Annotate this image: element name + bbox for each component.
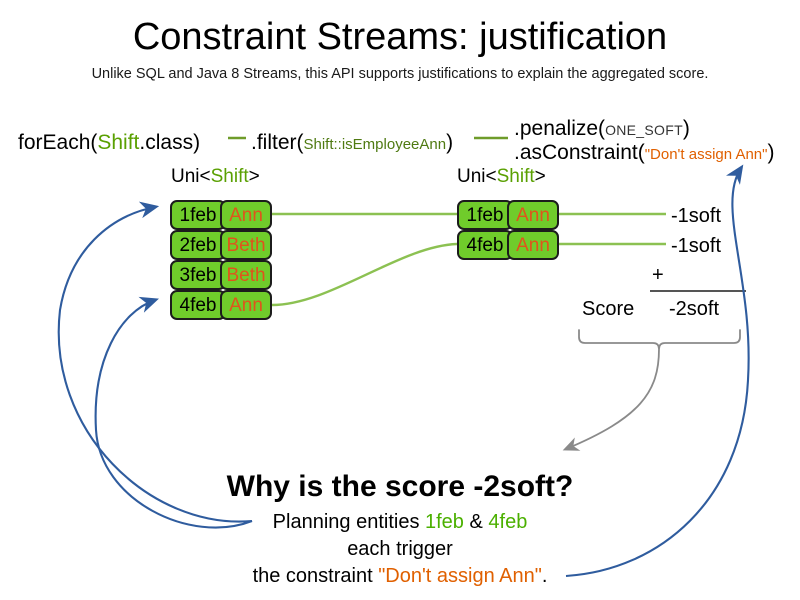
penalty-value: -1soft bbox=[671, 205, 722, 227]
code-as-constraint: .asConstraint("Don't assign Ann") bbox=[514, 141, 774, 165]
tuple-cell-employee: Ann bbox=[507, 230, 559, 260]
stream-label-left-suffix: > bbox=[248, 166, 260, 187]
tuple-row: 2feb Beth bbox=[170, 230, 272, 260]
code-penalize-prefix: .penalize( bbox=[514, 117, 606, 140]
explanation-line-2: each trigger bbox=[347, 538, 453, 560]
explanation-line-1: Planning entities 1feb & 4feb bbox=[0, 511, 800, 534]
explanation-date-a: 1feb bbox=[425, 511, 464, 533]
tuple-cell-date: 4feb bbox=[170, 290, 226, 320]
tuple-cell-date: 2feb bbox=[170, 230, 226, 260]
stream-label-right: Uni<Shift> bbox=[457, 166, 546, 188]
stream-label-right-type: Shift bbox=[496, 166, 535, 187]
code-filter: .filter(Shift::isEmployeeAnn) bbox=[251, 131, 453, 155]
explanation-line-3-suffix: . bbox=[541, 565, 548, 587]
explanation-line-1-prefix: Planning entities bbox=[272, 511, 425, 533]
explanation-constraint-name: "Don't assign Ann" bbox=[378, 565, 542, 587]
stream-label-left: Uni<Shift> bbox=[171, 166, 260, 188]
code-foreach-prefix: forEach( bbox=[18, 131, 98, 154]
explanation-ampersand: & bbox=[463, 511, 489, 533]
penalty-value: -1soft bbox=[671, 235, 722, 257]
stream-label-left-prefix: Uni< bbox=[171, 166, 211, 187]
tuple-connector-4feb bbox=[271, 242, 458, 307]
tuple-cell-date: 4feb bbox=[457, 230, 513, 260]
tuple-cell-employee: Ann bbox=[220, 290, 272, 320]
code-foreach-suffix: .class) bbox=[139, 131, 201, 154]
stream-label-right-prefix: Uni< bbox=[457, 166, 497, 187]
code-filter-arg: Shift::isEmployeeAnn bbox=[303, 136, 447, 153]
tuple-row: 4feb Ann bbox=[457, 230, 559, 260]
code-as-constraint-suffix: ) bbox=[767, 141, 775, 164]
code-penalize: .penalize(ONE_SOFT) bbox=[514, 117, 690, 141]
code-filter-prefix: .filter( bbox=[251, 131, 304, 154]
tuple-cell-employee: Ann bbox=[507, 200, 559, 230]
sum-operator: + bbox=[652, 264, 664, 286]
code-filter-suffix: ) bbox=[446, 131, 454, 154]
score-label: Score bbox=[582, 298, 635, 320]
explanation-line-3: the constraint "Don't assign Ann". bbox=[0, 565, 800, 588]
sum-divider-rule bbox=[650, 290, 746, 292]
code-penalize-suffix: ) bbox=[682, 117, 690, 140]
code-penalize-arg: ONE_SOFT bbox=[605, 122, 683, 138]
tuple-row: 4feb Ann bbox=[170, 290, 272, 320]
tuple-cell-employee: Beth bbox=[220, 260, 272, 290]
tuple-cell-date: 1feb bbox=[170, 200, 226, 230]
code-as-constraint-arg: "Don't assign Ann" bbox=[644, 146, 768, 163]
explanation-date-b: 4feb bbox=[488, 511, 528, 533]
explanation-heading: Why is the score -2soft? bbox=[226, 470, 574, 503]
code-as-constraint-prefix: .asConstraint( bbox=[514, 141, 645, 164]
tuple-row: 3feb Beth bbox=[170, 260, 272, 290]
code-foreach-type: Shift bbox=[97, 131, 140, 154]
tuple-cell-employee: Beth bbox=[220, 230, 272, 260]
score-total-value: -2soft bbox=[669, 298, 720, 320]
page-title: Constraint Streams: justification bbox=[132, 16, 668, 58]
tuple-cell-employee: Ann bbox=[220, 200, 272, 230]
score-explanation-arrow bbox=[562, 348, 660, 451]
tuple-row: 1feb Ann bbox=[170, 200, 272, 230]
stream-label-right-suffix: > bbox=[534, 166, 546, 187]
tuple-cell-date: 1feb bbox=[457, 200, 513, 230]
page-subtitle: Unlike SQL and Java 8 Streams, this API … bbox=[91, 66, 709, 82]
tuple-cell-date: 3feb bbox=[170, 260, 226, 290]
score-brace bbox=[578, 329, 741, 350]
code-foreach: forEach(Shift.class) bbox=[18, 131, 200, 155]
stream-label-left-type: Shift bbox=[210, 166, 249, 187]
explanation-line-3-prefix: the constraint bbox=[252, 565, 379, 587]
tuple-row: 1feb Ann bbox=[457, 200, 559, 230]
